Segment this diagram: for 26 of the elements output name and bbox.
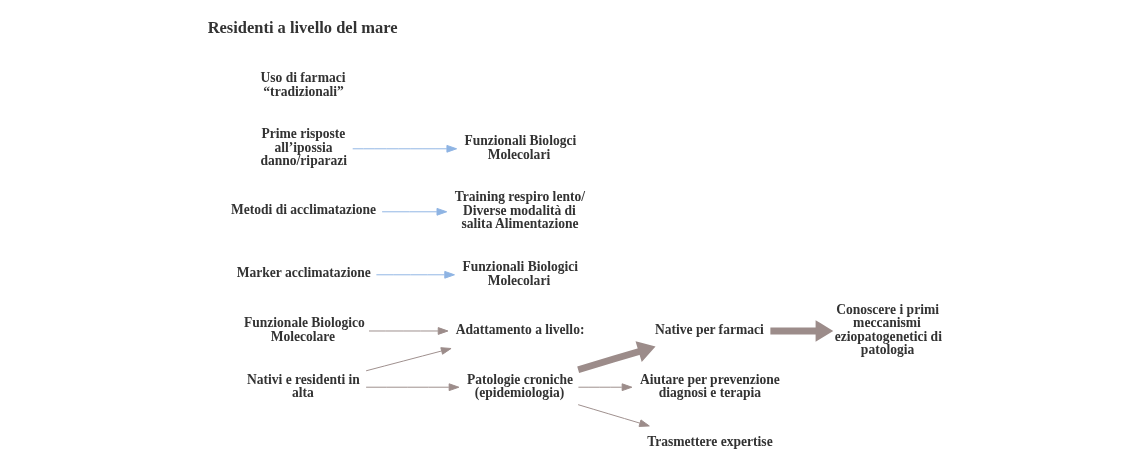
node-text: Prime risposte all’ipossia danno/riparazi [259,126,347,169]
arrow [576,341,656,373]
node-text: Funzionali Biologci Molecolari [463,133,576,162]
node-text: Uso di farmaci “tradizionali” [259,70,345,99]
node-text: Training respiro lento/ Diverse modalità di salita Alimentazione [454,189,585,232]
node-text: Adattamento a livello: [455,321,584,337]
node-text: Nativi e residenti in alta [246,371,360,401]
node-text: Native per farmaci [654,321,764,337]
node-text: Metodi di acclimatazione [230,202,376,218]
node-text: Trasmettere expertise [646,434,773,450]
arrow [351,144,457,153]
arrow [769,320,833,342]
node-text: Funzionale Biologico Molecolare [243,315,365,344]
node-text: Aiutare per prevenzione diagnosi e terapia [639,371,780,401]
node-text: Patologie croniche (epidemiologia) [466,371,573,401]
arrow [381,207,447,216]
node-text: Conoscere i primi meccanismi eziopatogenetici di patologia [834,301,942,358]
node-text: Marker acclimatazione [236,265,371,281]
arrow [375,270,455,279]
arrow [577,383,632,392]
node-text: Funzionali Biologici Molecolari [462,259,578,288]
arrow [365,383,459,392]
arrow [577,404,650,427]
arrow [365,347,452,372]
label: Residenti a livello del mare [207,17,398,37]
arrow [368,327,448,335]
